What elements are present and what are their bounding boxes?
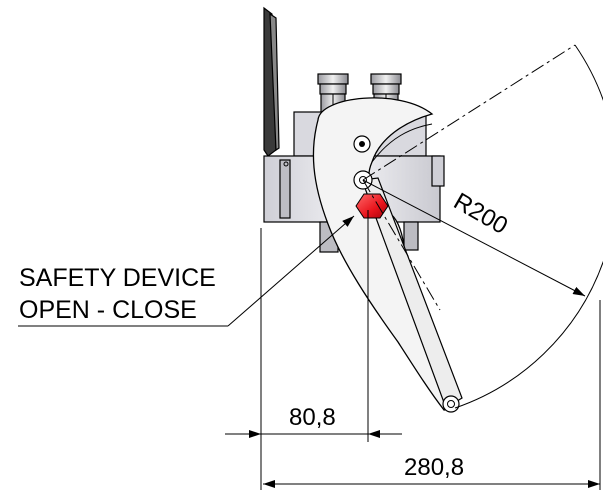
dimension-280-8: 280,8 — [263, 454, 600, 488]
construction-lines — [362, 44, 603, 409]
radius-label: R200 — [449, 188, 512, 240]
latch-arm — [361, 177, 463, 409]
dimension-80-8: 80,8 — [225, 404, 402, 438]
lower-pin — [442, 395, 460, 413]
mounting-plate — [263, 6, 280, 157]
callout-safety-device: SAFETY DEVICE — [19, 264, 216, 292]
extension-lines — [260, 210, 601, 490]
upper-pin — [353, 135, 371, 153]
dimension-short-width-label: 80,8 — [289, 404, 336, 431]
callout-leader — [18, 215, 355, 327]
safety-device-knob — [355, 193, 389, 219]
callout-open-close: OPEN - CLOSE — [19, 296, 197, 324]
dimension-total-width-label: 280,8 — [404, 454, 464, 481]
